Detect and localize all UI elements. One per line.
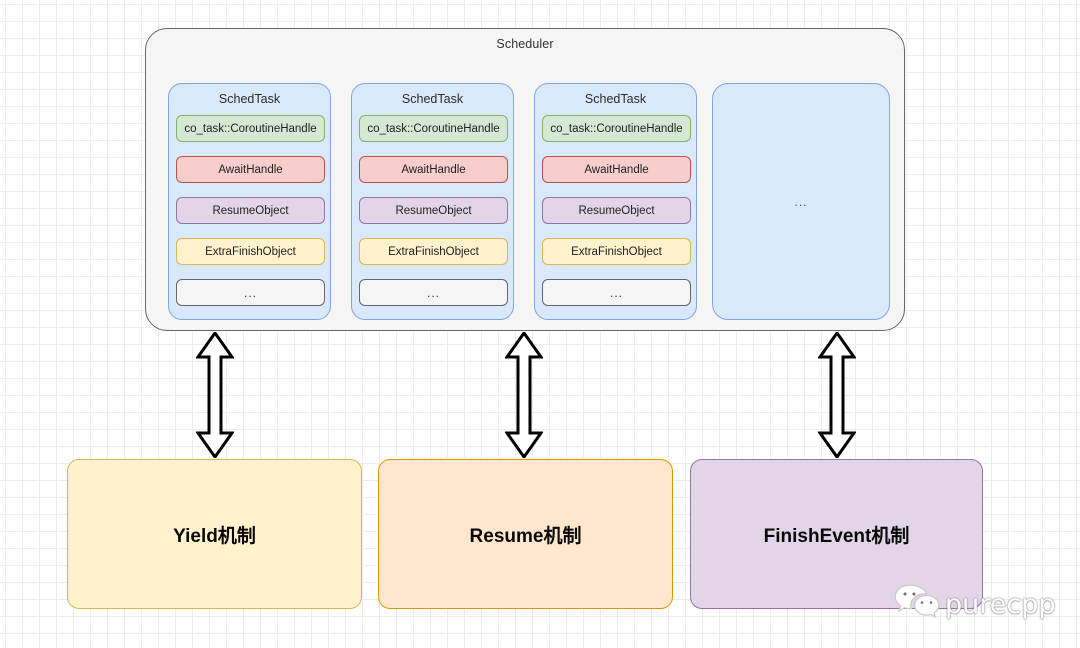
sched-task-3-slot-more: ... xyxy=(542,279,691,306)
sched-task-3-title: SchedTask xyxy=(584,92,647,106)
sched-task-placeholder: ... xyxy=(712,83,890,320)
sched-task-2-title: SchedTask xyxy=(401,92,464,106)
resume-mechanism-box: Resume机制 xyxy=(378,459,673,609)
scheduler-title: Scheduler xyxy=(496,37,554,51)
sched-task-3-slot-await-handle: AwaitHandle xyxy=(542,156,691,183)
sched-task-1-slot-more: ... xyxy=(176,279,325,306)
sched-task-1: SchedTask co_task::CoroutineHandle Await… xyxy=(168,83,331,320)
scheduler-container: Scheduler SchedTask co_task::CoroutineHa… xyxy=(145,28,905,331)
sched-task-2-slot-coroutine-handle: co_task::CoroutineHandle xyxy=(359,115,508,142)
sched-task-2: SchedTask co_task::CoroutineHandle Await… xyxy=(351,83,514,320)
yield-connector-arrow xyxy=(195,330,235,460)
sched-task-1-title: SchedTask xyxy=(218,92,281,106)
sched-task-1-slot-coroutine-handle: co_task::CoroutineHandle xyxy=(176,115,325,142)
sched-task-1-slot-resume-object: ResumeObject xyxy=(176,197,325,224)
sched-task-2-slot-more: ... xyxy=(359,279,508,306)
yield-mechanism-box: Yield机制 xyxy=(67,459,362,609)
sched-task-3-slot-resume-object: ResumeObject xyxy=(542,197,691,224)
finishevent-mechanism-box: FinishEvent机制 xyxy=(690,459,983,609)
sched-task-3-slot-extra-finish-object: ExtraFinishObject xyxy=(542,238,691,265)
sched-task-2-slot-await-handle: AwaitHandle xyxy=(359,156,508,183)
sched-task-2-slot-resume-object: ResumeObject xyxy=(359,197,508,224)
finishevent-connector-arrow xyxy=(817,330,857,460)
sched-task-1-slot-await-handle: AwaitHandle xyxy=(176,156,325,183)
resume-connector-arrow xyxy=(504,330,544,460)
sched-task-3: SchedTask co_task::CoroutineHandle Await… xyxy=(534,83,697,320)
sched-task-1-slot-extra-finish-object: ExtraFinishObject xyxy=(176,238,325,265)
sched-task-3-slot-coroutine-handle: co_task::CoroutineHandle xyxy=(542,115,691,142)
sched-task-2-slot-extra-finish-object: ExtraFinishObject xyxy=(359,238,508,265)
